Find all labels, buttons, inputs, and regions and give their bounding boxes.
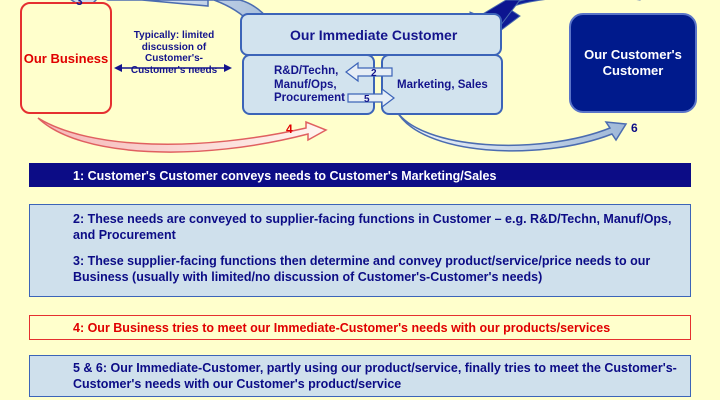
rd-functions-label: R&D/Techn, Manuf/Ops, Procurement <box>274 65 345 104</box>
arrow-2 <box>345 61 393 83</box>
arrow-4-number: 4 <box>286 122 293 136</box>
immediate-customer-box: Our Immediate Customer <box>240 13 502 56</box>
arrow-2-number: 2 <box>371 68 377 79</box>
immediate-customer-label: Our Immediate Customer <box>290 27 458 43</box>
step-4-text: 4: Our Business tries to meet our Immedi… <box>73 321 611 335</box>
arrow-3-number: 3 <box>76 0 83 8</box>
inner-arrows: 2 5 <box>345 61 395 109</box>
marketing-sales-label: Marketing, Sales <box>397 79 488 91</box>
arrow-1 <box>469 0 641 53</box>
note-arrowhead-right <box>224 64 232 72</box>
arrow-4 <box>37 117 328 153</box>
arrow-6 <box>395 109 628 152</box>
arrow-6-number: 6 <box>631 121 638 135</box>
step-3-text: 3: These supplier-facing functions then … <box>73 254 651 284</box>
arrow-5 <box>347 87 395 109</box>
note-arrowhead-left <box>114 64 122 72</box>
step-5-6-banner: 5 & 6: Our Immediate-Customer, partly us… <box>29 355 691 397</box>
our-business-label: Our Business <box>23 50 109 66</box>
step-1-banner: 1: Customer's Customer conveys needs to … <box>29 163 691 187</box>
arrow-3-label: 3 <box>76 0 83 8</box>
rd-functions-box: R&D/Techn, Manuf/Ops, Procurement <box>242 54 375 115</box>
step-4-banner: 4: Our Business tries to meet our Immedi… <box>29 315 691 340</box>
step-2-3-banner: 2: These needs are conveyed to supplier-… <box>29 204 691 297</box>
customers-customer-label: Our Customer's Customer <box>584 47 682 78</box>
customers-customer-box: Our Customer's Customer <box>569 13 697 113</box>
limited-discussion-note: Typically: limited discussion of Custome… <box>130 30 218 76</box>
marketing-sales-box: Marketing, Sales <box>381 54 503 115</box>
step-2-text: 2: These needs are conveyed to supplier-… <box>73 212 672 242</box>
step-1-text: 1: Customer's Customer conveys needs to … <box>73 169 497 183</box>
arrow-5-number: 5 <box>364 94 370 105</box>
our-business-box: Our Business <box>20 2 112 114</box>
step-5-6-text: 5 & 6: Our Immediate-Customer, partly us… <box>73 361 677 391</box>
